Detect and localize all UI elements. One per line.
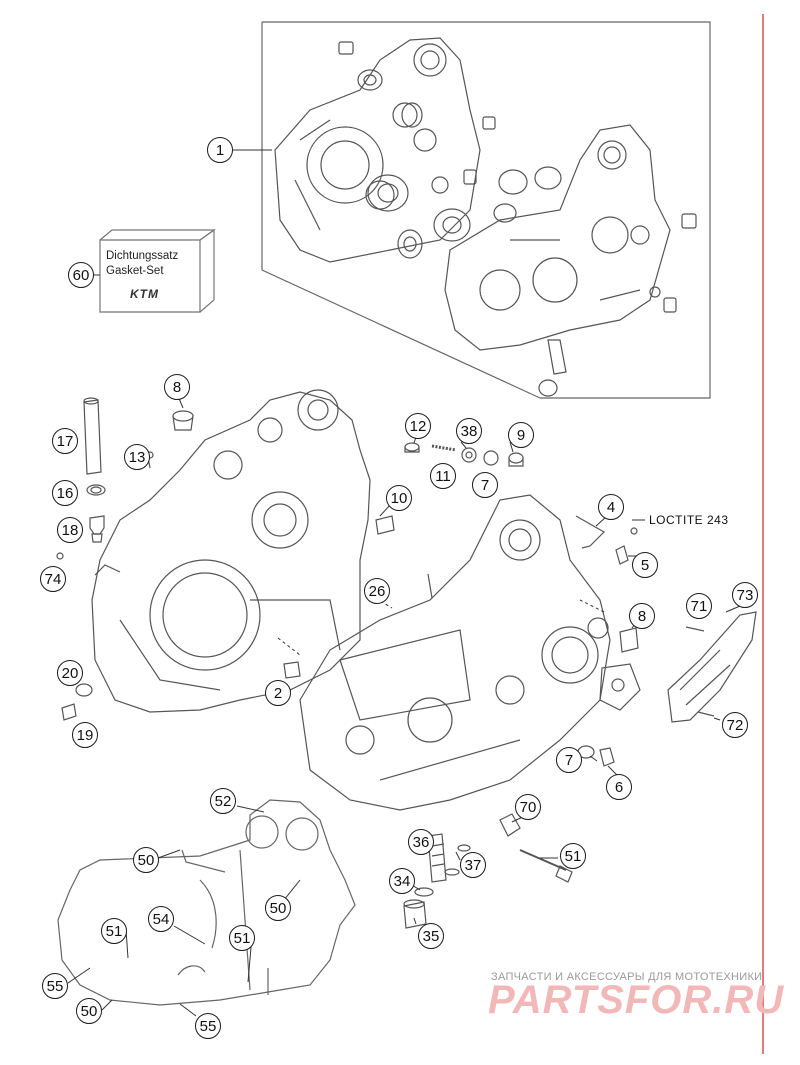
- callout-26: 26: [364, 578, 390, 604]
- callout-7: 7: [472, 472, 498, 498]
- dowel-2: [283, 661, 301, 679]
- callout-36: 36: [408, 829, 434, 855]
- bracket-4: [575, 515, 638, 565]
- gasket-set-box: [99, 228, 216, 313]
- callout-2: 2: [265, 680, 291, 706]
- bushing-8-left: [172, 410, 194, 431]
- callout-13: 13: [124, 444, 150, 470]
- left-plug-parts: [61, 683, 93, 721]
- callout-38: 38: [456, 418, 482, 444]
- callout-12: 12: [405, 413, 431, 439]
- callout-50-mid: 50: [265, 895, 291, 921]
- callout-7-right: 7: [556, 747, 582, 773]
- callout-17: 17: [52, 428, 78, 454]
- callout-54: 54: [148, 906, 174, 932]
- bracket-70: [499, 813, 573, 883]
- tube-17: [83, 397, 102, 475]
- case-gasket: [57, 799, 356, 1006]
- callout-5: 5: [632, 552, 658, 578]
- callout-51-center: 51: [229, 925, 255, 951]
- ktm-logo: KTM: [130, 287, 159, 301]
- callout-50: 50: [133, 847, 159, 873]
- callout-19: 19: [72, 722, 98, 748]
- right-case-half: [299, 494, 611, 811]
- callout-37: 37: [460, 852, 486, 878]
- assembly-frame: [261, 21, 711, 399]
- callout-9: 9: [508, 422, 534, 448]
- page-margin-line: [762, 14, 764, 1054]
- callout-55-bottom: 55: [195, 1013, 221, 1039]
- callout-50-bottom: 50: [76, 998, 102, 1024]
- callout-52: 52: [210, 788, 236, 814]
- callout-74: 74: [40, 566, 66, 592]
- callout-73: 73: [732, 582, 758, 608]
- gasket-set-label-en: Gasket-Set: [106, 265, 164, 277]
- callout-10: 10: [386, 485, 412, 511]
- callout-35: 35: [418, 923, 444, 949]
- small-parts-center: [375, 442, 524, 535]
- callout-1: 1: [207, 137, 233, 163]
- loctite-note: LOCTITE 243: [649, 513, 729, 527]
- chain-guide-73: [667, 611, 757, 723]
- callout-20: 20: [57, 660, 83, 686]
- callout-6: 6: [606, 774, 632, 800]
- callout-55: 55: [42, 973, 68, 999]
- callout-34: 34: [389, 868, 415, 894]
- top-bearings: [338, 41, 697, 259]
- gasket-set-label-de: Dichtungssatz: [106, 250, 179, 262]
- callout-8-right: 8: [629, 603, 655, 629]
- callout-71: 71: [686, 593, 712, 619]
- watermark-logo: PARTSFOR.RU: [488, 978, 785, 1022]
- callout-16: 16: [52, 480, 78, 506]
- callout-11: 11: [430, 463, 456, 489]
- callout-72: 72: [722, 712, 748, 738]
- callout-18: 18: [57, 517, 83, 543]
- callout-70: 70: [515, 794, 541, 820]
- callout-51: 51: [560, 843, 586, 869]
- callout-60: 60: [68, 262, 94, 288]
- right-small-parts: [577, 627, 641, 767]
- top-right-case-half: [444, 124, 677, 397]
- watermark-tagline: ЗАПЧАСТИ И АКСЕССУАРЫ ДЛЯ МОТОТЕХНИКИ: [491, 971, 763, 983]
- callout-8: 8: [164, 374, 190, 400]
- callout-4: 4: [598, 494, 624, 520]
- callout-51-left: 51: [101, 918, 127, 944]
- left-case-half: [91, 389, 371, 713]
